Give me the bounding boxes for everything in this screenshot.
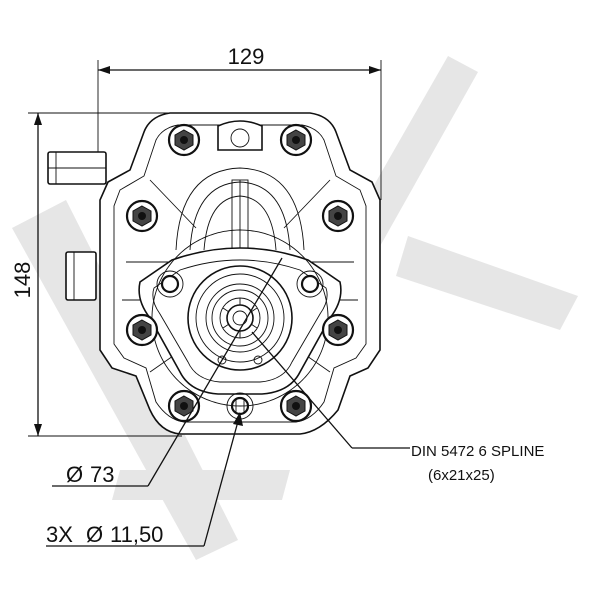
hole-leader	[46, 412, 243, 547]
spline-note-line1: DIN 5472 6 SPLINE	[411, 443, 544, 460]
width-dimension: 129	[97, 44, 382, 200]
bolt-bottom-left	[167, 389, 201, 423]
height-label: 148	[10, 262, 35, 299]
spline-leader	[251, 331, 410, 449]
bolt-circle-symbol: Ø	[66, 462, 83, 487]
hole-diameter-symbol: Ø	[86, 522, 103, 547]
pump-body	[47, 112, 381, 435]
bolt-mid-left	[125, 199, 159, 233]
spline-note-line2: (6x21x25)	[428, 467, 495, 484]
bolt-bottom-right	[279, 389, 313, 423]
bolt-top-left	[167, 123, 201, 157]
bolt-circle-label: 73	[90, 462, 114, 487]
hole-diameter-label: 11,50	[110, 522, 163, 547]
bolt-circle-leader	[52, 257, 283, 487]
bolt-low-right	[321, 313, 355, 347]
width-label: 129	[228, 44, 265, 69]
bolt-mid-right	[321, 199, 355, 233]
hole-count-label: 3X	[46, 522, 73, 547]
bolt-top-right	[279, 123, 313, 157]
bolt-low-left	[125, 313, 159, 347]
height-dimension: 148	[10, 112, 182, 437]
